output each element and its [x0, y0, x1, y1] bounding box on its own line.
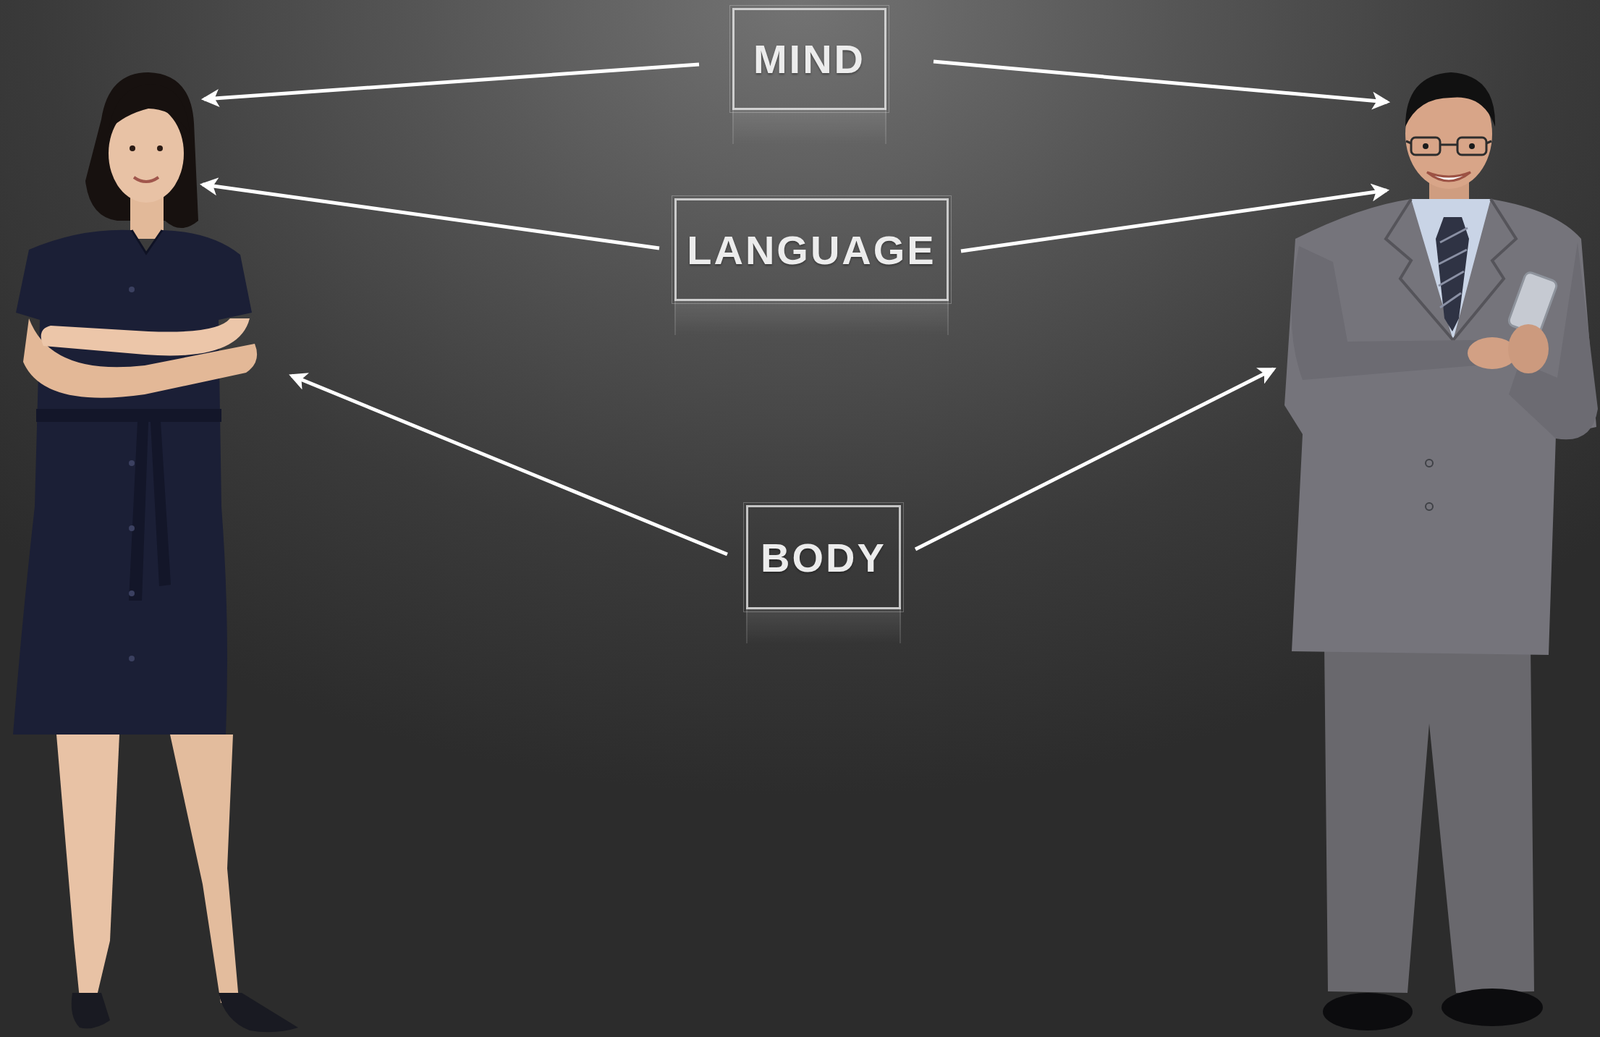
eye [1469, 143, 1475, 150]
pointer-arrow [202, 184, 660, 249]
smile [133, 177, 159, 182]
concept-label: BODY [760, 534, 887, 582]
belt-tie [128, 421, 171, 601]
concept-label: LANGUAGE [686, 226, 936, 274]
dress [13, 230, 252, 735]
eye [1422, 143, 1429, 150]
buttons [128, 286, 135, 662]
arm [23, 318, 257, 399]
concept-box: LANGUAGE [674, 198, 949, 302]
tie [1435, 217, 1470, 332]
leg [170, 734, 239, 1003]
hair-fringe [108, 83, 190, 134]
tie-stripes [1438, 227, 1468, 308]
belt [36, 408, 222, 422]
concept-label: MIND [753, 35, 866, 83]
trousers [1324, 644, 1535, 993]
glasses [1406, 137, 1492, 155]
man-figure [1284, 72, 1598, 1031]
pointer-arrow [204, 64, 700, 100]
pointer-arrow [291, 375, 728, 555]
sleeve [1291, 246, 1480, 380]
pointer-arrow [915, 369, 1274, 550]
pointer-arrow [933, 61, 1388, 103]
sleeve [1508, 242, 1598, 440]
smile [1427, 172, 1471, 181]
eye [157, 145, 163, 152]
concept-box: BODY [746, 505, 901, 610]
woman-figure [13, 72, 299, 1032]
leg [56, 734, 120, 999]
shoe [1322, 992, 1413, 1031]
collar [131, 230, 163, 254]
arm [41, 318, 250, 356]
hair [1405, 72, 1496, 127]
shoe [218, 992, 299, 1032]
shoe [71, 992, 110, 1029]
hand [1508, 324, 1549, 374]
eye [129, 145, 136, 152]
concept-box: MIND [732, 7, 887, 110]
lapels [1385, 199, 1517, 341]
shoe [1441, 988, 1543, 1027]
buttons [1425, 459, 1433, 511]
shirt [1411, 199, 1491, 341]
